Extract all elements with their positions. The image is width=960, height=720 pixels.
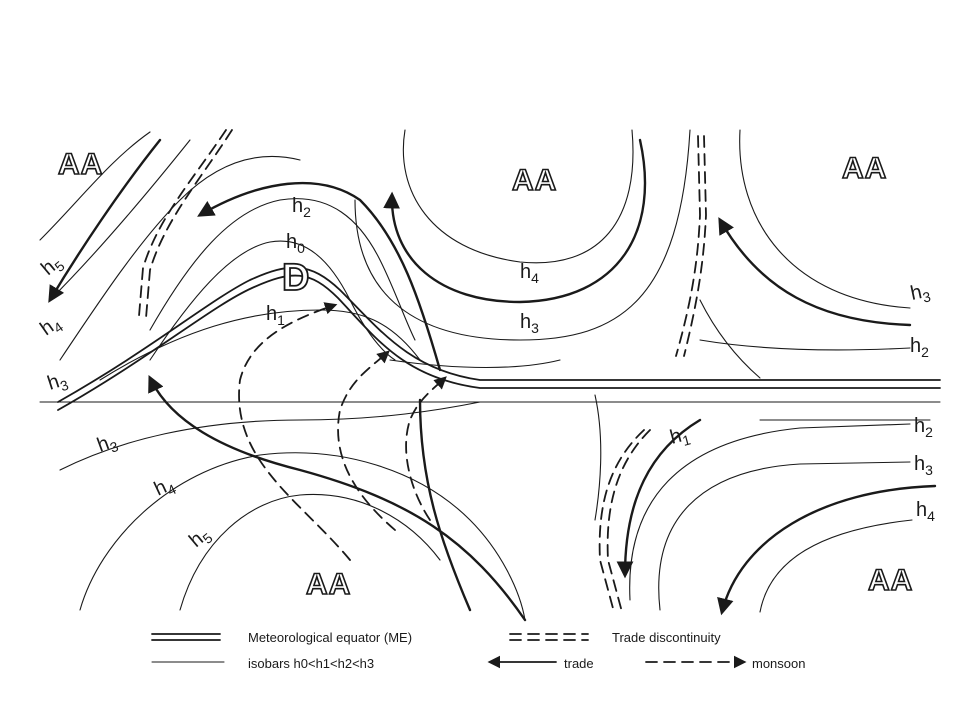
trade-discontinuity-middle xyxy=(675,135,707,357)
isobar-h2-around-low xyxy=(149,198,416,341)
trade-arrow-top-middle xyxy=(383,138,647,304)
monsoon-arrow-2 xyxy=(337,350,396,531)
high-pressure-label-lower-middle: AA xyxy=(306,568,351,601)
legend-me-symbol xyxy=(151,633,221,641)
trade-arrow-top-right xyxy=(718,217,912,327)
isobar-label-h2-lower-right: h2 xyxy=(914,415,933,440)
legend-trade-discontinuity-symbol xyxy=(509,633,589,641)
isobar-label-h3-upper-left: h3 xyxy=(45,368,71,398)
high-pressure-label-upper-left: AA xyxy=(58,148,103,181)
isobar-h4-upper-left xyxy=(49,139,191,301)
isobar-label-h2-right: h2 xyxy=(910,335,929,360)
isobar-label-h3-lower-left: h3 xyxy=(94,429,121,459)
high-pressure-label-lower-right: AA xyxy=(868,564,913,597)
isobar-h3-top-middle xyxy=(354,129,691,341)
legend-trade-label: trade xyxy=(564,656,594,671)
isobar-label-h2-upper: h2 xyxy=(292,195,311,220)
high-pressure-label-top-middle: AA xyxy=(512,164,557,197)
isobar-top-right-inner xyxy=(699,299,761,379)
isobar-h4-lower-left xyxy=(79,452,526,621)
isobar-label-h3-lower-right: h3 xyxy=(914,453,933,478)
trade-arrow-lower-left-2 xyxy=(418,398,472,612)
isobar-h1-lower-right xyxy=(629,423,911,601)
monsoon-arrow-3 xyxy=(405,376,447,521)
legend-trade-discontinuity-label: Trade discontinuity xyxy=(612,630,721,645)
isobar-h3-upper-left xyxy=(59,155,301,361)
isobar-h4-top-middle xyxy=(402,129,634,264)
isobar-label-h5-lower-left: h5 xyxy=(185,523,216,554)
trade-arrow-upper-left xyxy=(48,138,162,303)
isobar-label-h1-upper: h1 xyxy=(266,303,285,328)
isobar-label-h4-lower-right: h4 xyxy=(916,499,935,524)
isobar-label-h3-right: h3 xyxy=(908,279,932,307)
trade-arrow-lower-right-2 xyxy=(717,484,937,616)
legend-isobars-label: isobars h0<h1<h2<h3 xyxy=(248,656,374,671)
isobar-h2-lower-right xyxy=(658,461,911,611)
isobar-h5-lower-left xyxy=(179,493,441,611)
trade-arrow-lower-left xyxy=(148,374,527,622)
legend-monsoon-label: monsoon xyxy=(752,656,805,671)
trade-arrow-upper-arc xyxy=(197,181,442,372)
monsoon-arrow-1 xyxy=(238,302,351,561)
isobar-h5-upper-left xyxy=(39,131,151,241)
isobar-label-h4-top-middle: h4 xyxy=(520,261,539,286)
trade-discontinuity-lower xyxy=(598,429,651,613)
isobar-h2-top-right xyxy=(699,339,911,351)
isobar-label-h4-lower-left: h4 xyxy=(151,473,179,504)
isobar-h1-around-low xyxy=(99,309,421,381)
isobar-label-h4-upper-left: h4 xyxy=(36,311,66,342)
legend-me-label: Meteorological equator (ME) xyxy=(248,630,412,645)
isobar-top-right-outer xyxy=(739,129,911,309)
isobar-label-h0: h0 xyxy=(286,231,305,256)
isobar-label-h1-lower-right: h1 xyxy=(668,423,693,452)
trade-discontinuity-left xyxy=(138,129,233,319)
isobar-label-h3-top-middle: h3 xyxy=(520,311,539,336)
isobar-central-trough xyxy=(594,394,602,521)
isobar-h0 xyxy=(149,240,396,361)
meteorological-equator xyxy=(57,266,941,411)
low-pressure-label: D xyxy=(282,257,309,299)
trade-arrow-lower-right xyxy=(616,418,702,579)
high-pressure-label-upper-right: AA xyxy=(842,152,887,185)
isobar-h2-top-middle xyxy=(389,359,561,369)
isobar-h4-lower-right xyxy=(759,519,913,613)
isobar-h3-lower-left xyxy=(59,401,481,471)
legend: Meteorological equator (ME) isobars h0<h… xyxy=(151,630,805,671)
